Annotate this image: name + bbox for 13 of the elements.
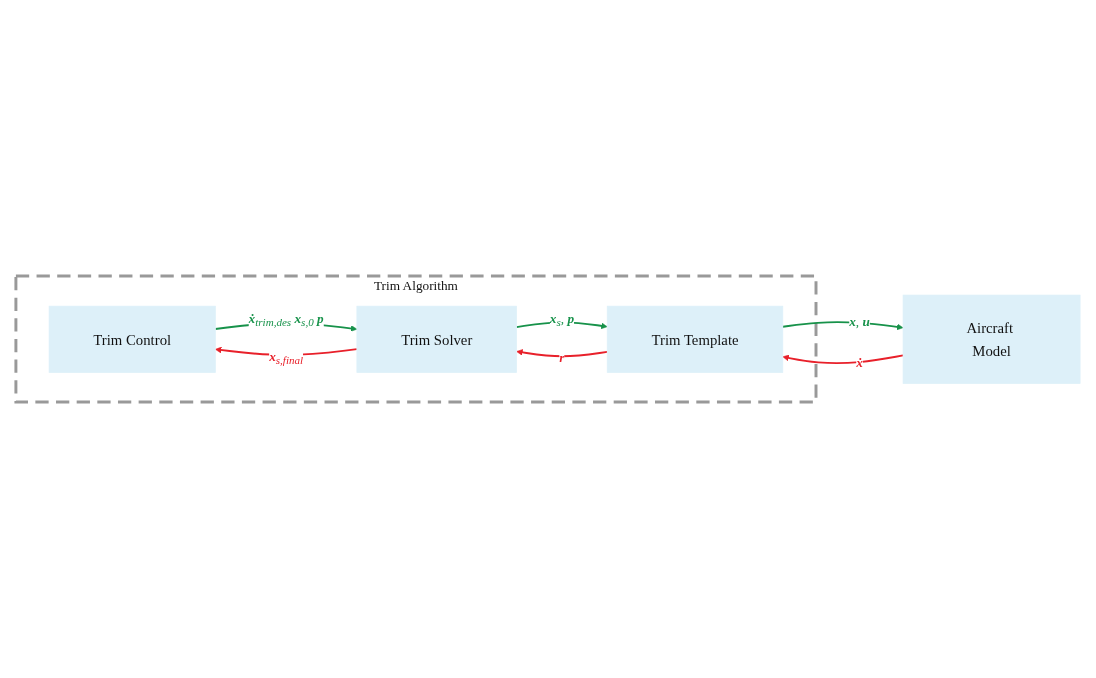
arrow (782, 354, 904, 364)
arrow (516, 349, 609, 358)
node-box: Trim Solver (356, 305, 517, 373)
edge-label: ẋ (856, 355, 863, 371)
edge-label: x$_{s}$, p (549, 311, 575, 329)
edge-label: ẋ$_{trim,des}$ x$_{s,0}$ p (248, 311, 324, 329)
edge-label: x, u (849, 314, 870, 330)
edge-label: r (559, 350, 565, 366)
node-box: Trim Template (606, 305, 784, 373)
node-box: Aircraft Model (902, 294, 1081, 384)
arrow (781, 321, 904, 331)
edge-label: x$_{s,final}$ (269, 348, 304, 367)
node-box: Trim Control (48, 305, 216, 373)
